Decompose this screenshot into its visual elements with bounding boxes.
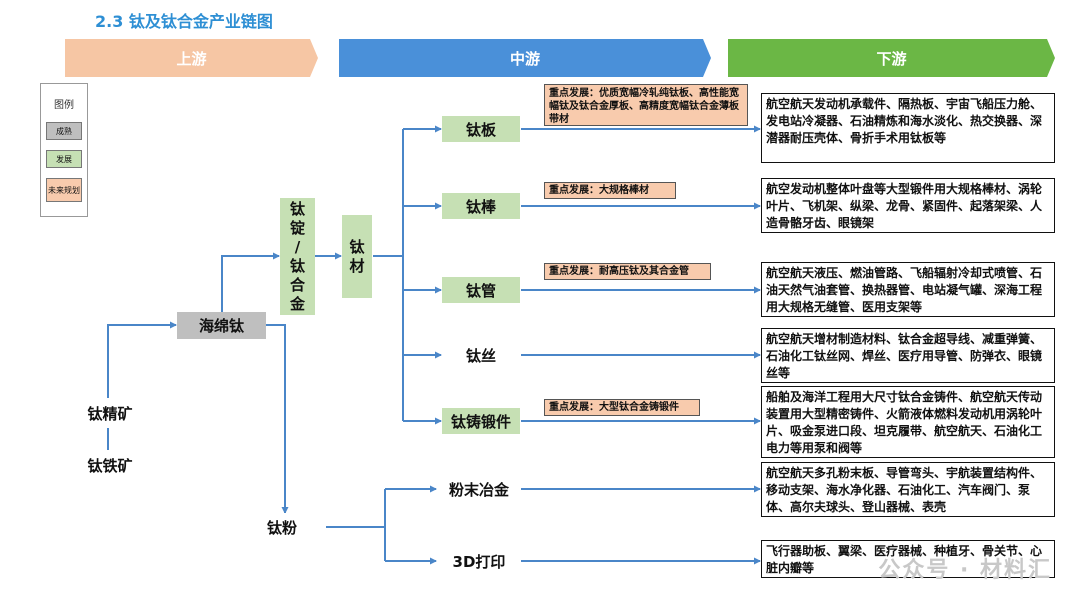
legend-title: 图例 — [54, 100, 74, 111]
node-titanium-bar: 钛棒 — [442, 193, 520, 219]
node-3d-printing: 3D打印 — [437, 548, 521, 574]
page-title: 2.3 钛及钛合金产业链图 — [95, 12, 273, 31]
legend: 图例 成熟 发展 未来规划 — [40, 83, 88, 217]
watermark: 公众号 · 材料汇 — [878, 558, 1052, 583]
node-ilmenite: 钛铁矿 — [65, 450, 155, 480]
legend-mature-swatch: 成熟 — [46, 122, 82, 140]
legend-developing-swatch: 发展 — [46, 150, 82, 168]
app-box-plate: 航空航天发动机承载件、隔热板、宇宙飞船压力舱、发电站冷凝器、石油精炼和海水淡化、… — [761, 93, 1055, 163]
focus-note-casting: 重点发展：大型钛合金铸锻件 — [544, 399, 700, 416]
node-sponge-titanium: 海绵钛 — [177, 312, 266, 339]
sponge-to-powder-line — [266, 324, 289, 514]
ore-to-sponge-line — [107, 321, 177, 455]
sponge-to-ingot-line — [221, 252, 280, 312]
node-powder-metallurgy: 粉末冶金 — [437, 476, 521, 502]
midstream-band: 中游 — [339, 39, 711, 77]
node-titanium-casting-forging: 钛铸锻件 — [442, 408, 520, 434]
app-box-casting: 船舶及海洋工程用大尺寸钛合金铸件、航空航天传动装置用大型精密铸件、火箭液体燃料发… — [761, 386, 1055, 458]
node-titanium-plate: 钛板 — [442, 116, 520, 142]
upstream-band: 上游 — [65, 39, 318, 77]
node-titanium-tube: 钛管 — [442, 277, 520, 303]
node-titanium-material: 钛材 — [342, 215, 372, 298]
app-box-tube: 航空航天液压、燃油管路、飞船辐射冷却式喷管、石油天然气油套管、换热器管、电站凝气… — [761, 262, 1055, 317]
node-titanium-wire: 钛丝 — [442, 342, 520, 368]
node-titanium-concentrate: 钛精矿 — [65, 398, 155, 428]
node-titanium-powder: 钛粉 — [238, 513, 326, 541]
app-box-3d-printing: 飞行器助板、翼梁、医疗器械、种植牙、骨关节、心脏内瓣等 — [761, 540, 1055, 578]
app-box-wire: 航空航天增材制造材料、钛合金超导线、减重弹簧、石油化工钛丝网、焊丝、医疗用导管、… — [761, 328, 1055, 383]
legend-future-swatch: 未来规划 — [46, 178, 82, 202]
node-ingot-alloy: 钛锭/ 钛合金 — [280, 198, 315, 315]
focus-note-tube: 重点发展：耐高压钛及其合金管 — [544, 263, 711, 280]
downstream-band: 下游 — [728, 39, 1055, 77]
app-box-powder-metallurgy: 航空航天多孔粉末板、导管弯头、宇航装置结构件、移动支架、海水净化器、石油化工、汽… — [761, 462, 1055, 517]
focus-note-plate: 重点发展：优质宽幅冷轧纯钛板、高性能宽幅钛及钛合金厚板、高精度宽幅钛合金薄板带材 — [544, 84, 748, 126]
app-box-bar: 航空发动机整体叶盘等大型锻件用大规格棒材、涡轮叶片、飞机架、纵梁、龙骨、紧固件、… — [761, 178, 1055, 233]
focus-note-bar: 重点发展：大规格棒材 — [544, 182, 676, 199]
